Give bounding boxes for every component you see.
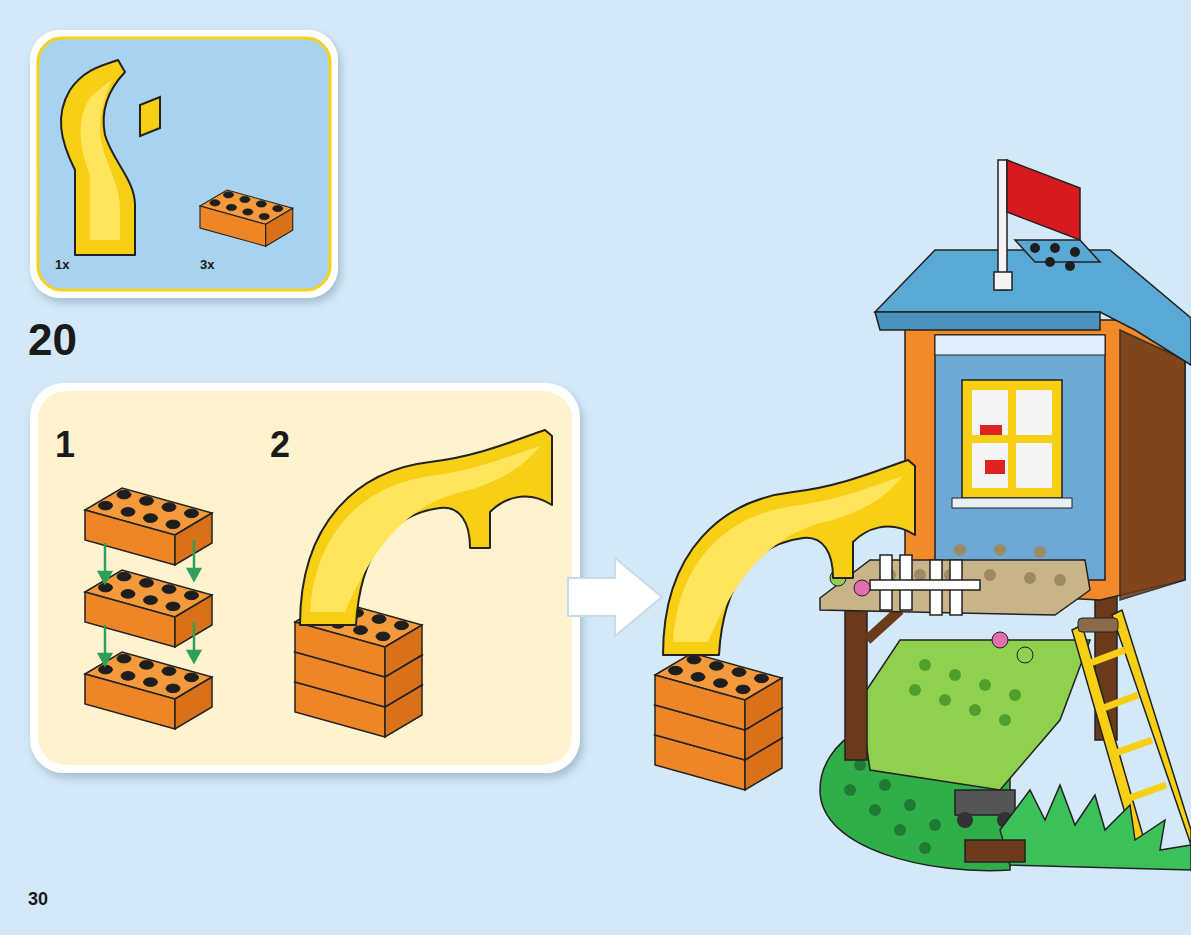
page-number: 30 bbox=[28, 890, 48, 908]
step-number: 20 bbox=[28, 318, 77, 362]
substep-number: 1 bbox=[55, 427, 75, 463]
part-count: 3x bbox=[200, 258, 214, 271]
parts-box: 1x 3x bbox=[30, 30, 338, 298]
part-count: 1x bbox=[55, 258, 69, 271]
substep-number: 2 bbox=[270, 427, 290, 463]
substep-panel: 12 bbox=[30, 383, 580, 773]
